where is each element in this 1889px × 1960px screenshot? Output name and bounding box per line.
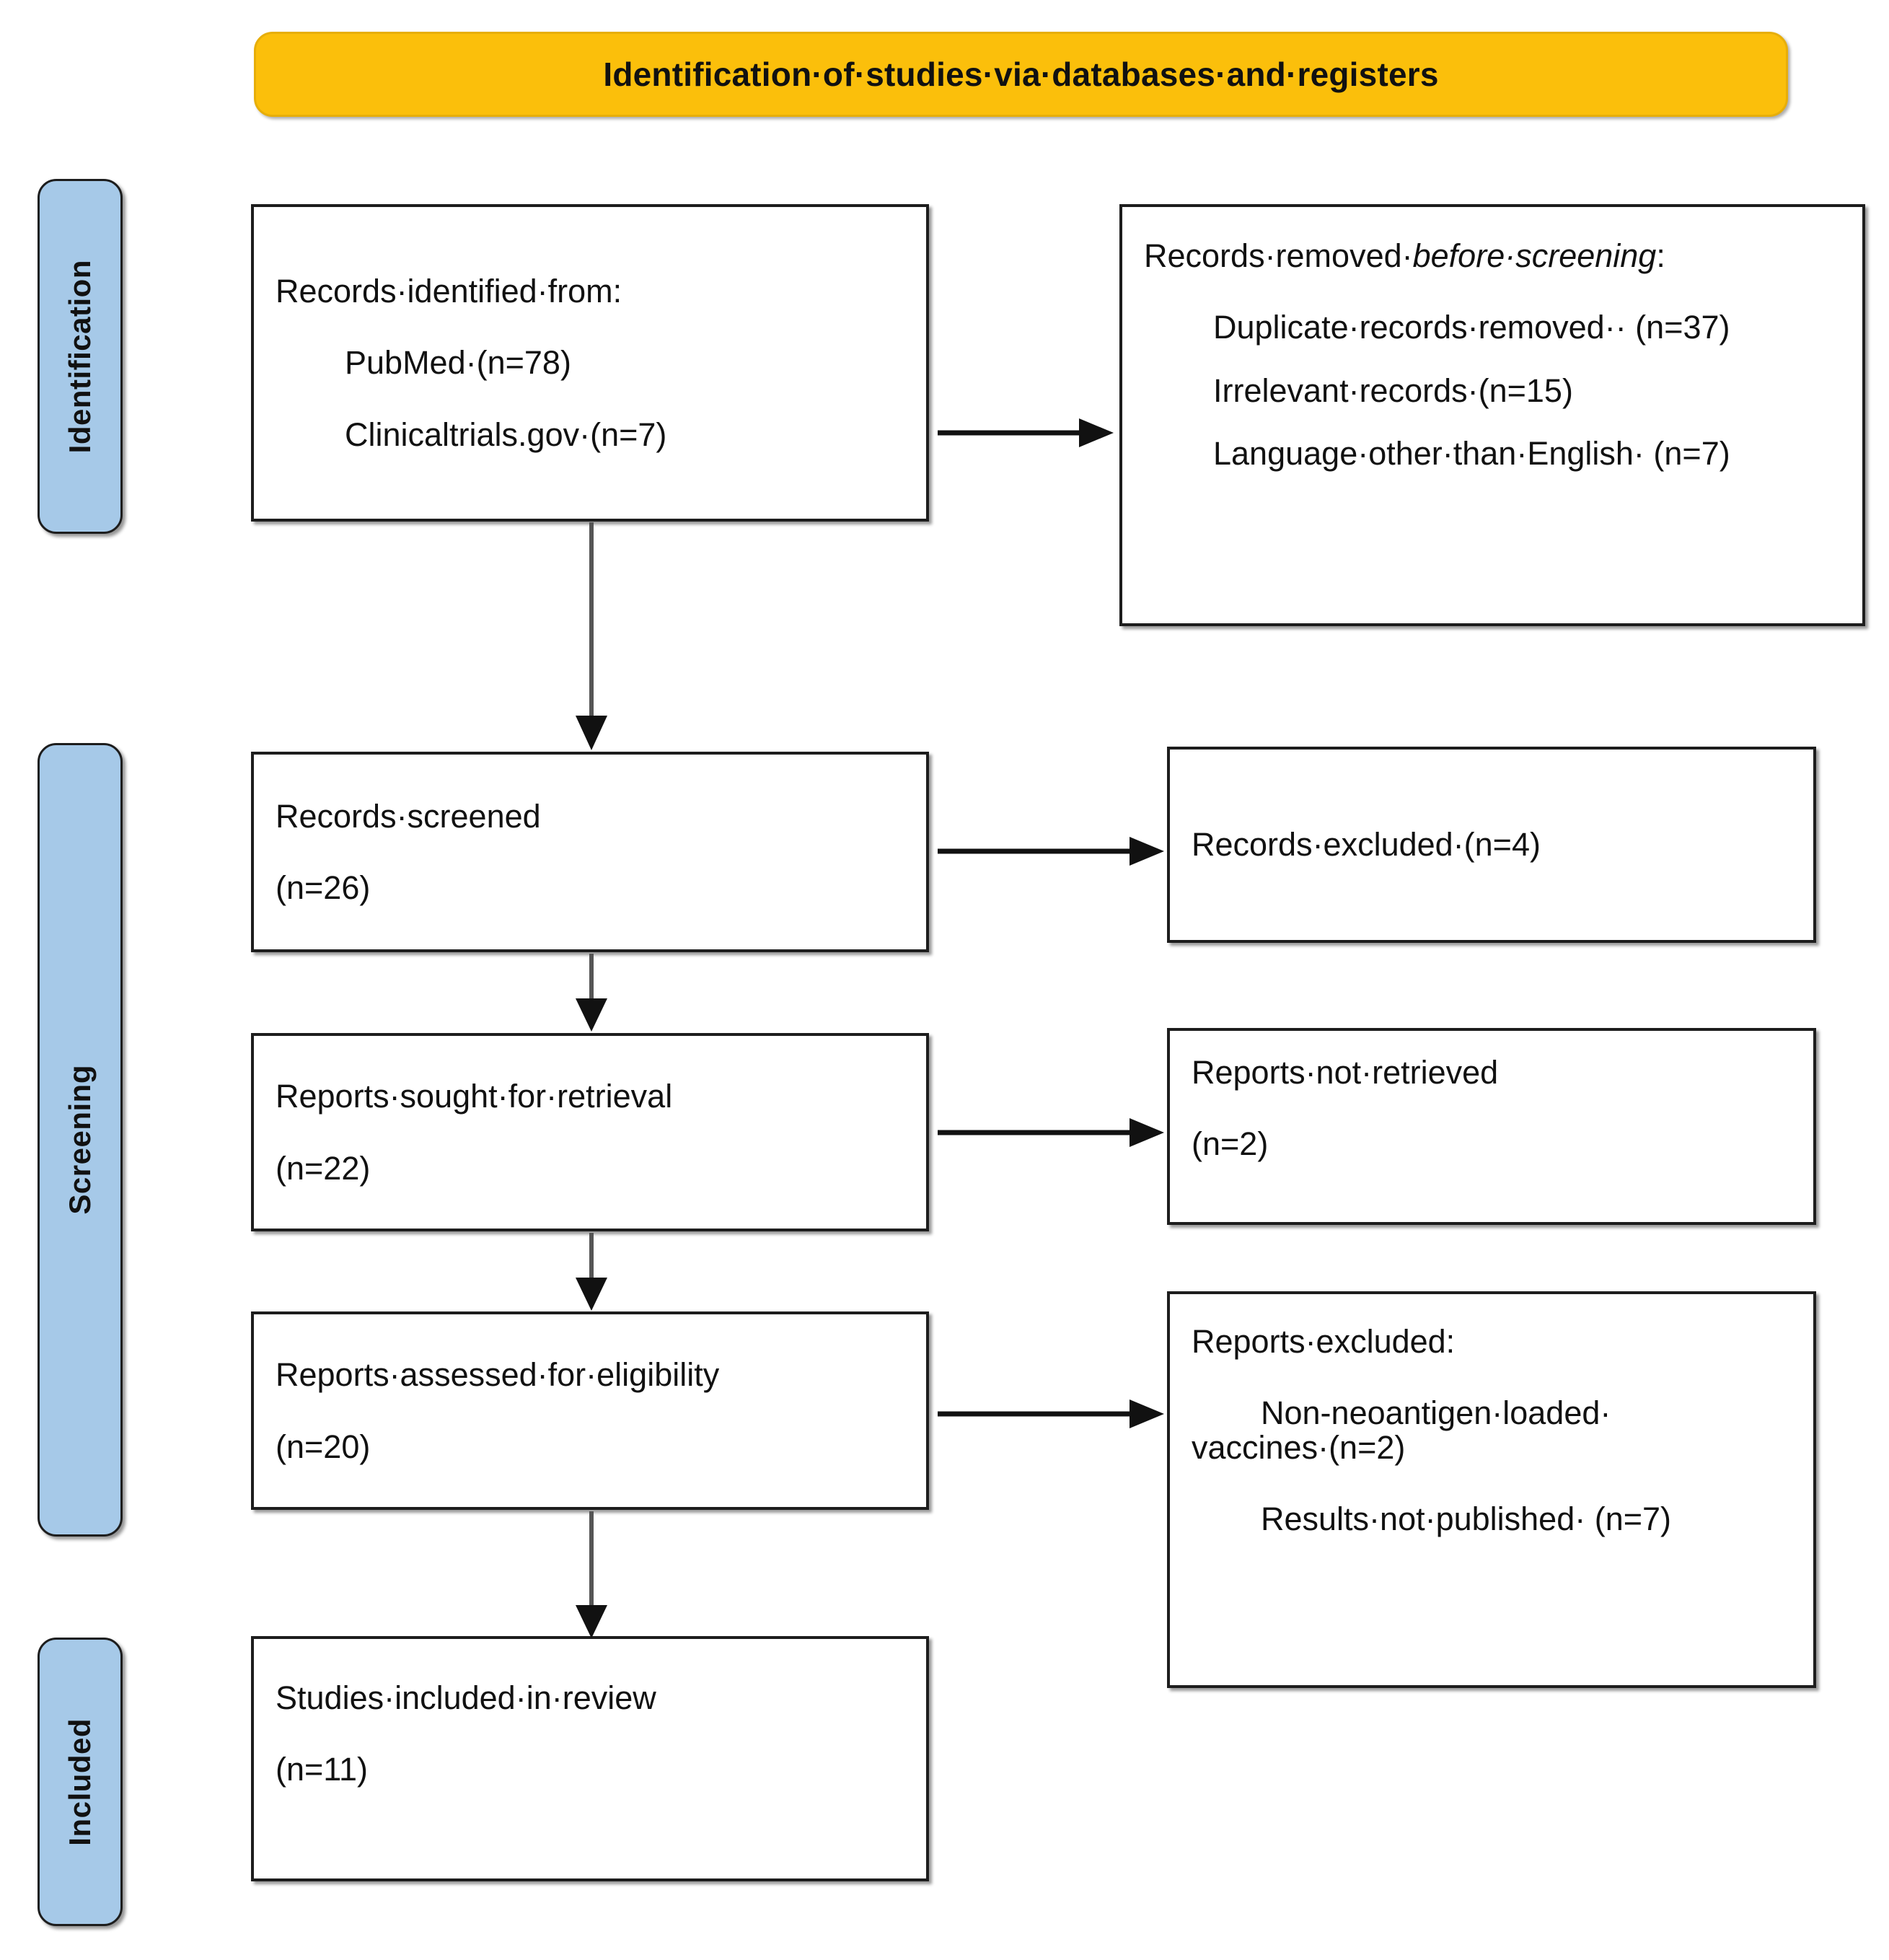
diagram-header-banner: Identification·of·studies·via·databases·… (254, 32, 1788, 117)
records-removed-item-duplicates: Duplicate·records·removed·· (n=37) (1213, 309, 1730, 346)
records-identified-title: Records·identified·from: (276, 273, 622, 310)
arrow-assessed-to-reports-excluded (938, 1392, 1168, 1436)
studies-included-count: (n=11) (276, 1751, 368, 1788)
reports-sought-count: (n=22) (276, 1149, 371, 1187)
box-reports-excluded: Reports·excluded: Non-neoantigen·loaded·… (1167, 1291, 1816, 1688)
box-records-excluded: Records·excluded·(n=4) (1167, 747, 1816, 943)
stage-tab-screening: Screening (38, 743, 123, 1537)
stage-tab-included: Included (38, 1638, 123, 1926)
arrow-identified-to-screened (570, 522, 613, 753)
reports-sought-title: Reports·sought·for·retrieval (276, 1078, 673, 1115)
diagram-title: Identification·of·studies·via·databases·… (603, 56, 1439, 93)
arrow-identified-to-removed (938, 411, 1117, 454)
reports-excluded-item-results-not-published: Results·not·published· (n=7) (1261, 1500, 1672, 1537)
arrow-assessed-to-included (570, 1511, 613, 1641)
records-excluded-title: Records·excluded·(n=4) (1192, 826, 1541, 863)
box-reports-assessed-for-eligibility: Reports·assessed·for·eligibility (n=20) (251, 1311, 929, 1510)
records-removed-item-language: Language·other·than·English· (n=7) (1213, 434, 1730, 472)
stage-label-screening: Screening (63, 1065, 97, 1215)
records-identified-item-pubmed: PubMed·(n=78) (345, 344, 571, 382)
stage-tab-identification: Identification (38, 179, 123, 534)
records-removed-title-prefix: Records·removed· (1144, 237, 1413, 274)
box-records-identified: Records·identified·from: PubMed·(n=78) C… (251, 204, 929, 522)
box-studies-included-in-review: Studies·included·in·review (n=11) (251, 1636, 929, 1881)
reports-not-retrieved-count: (n=2) (1192, 1125, 1269, 1163)
reports-excluded-title: Reports·excluded: (1192, 1323, 1456, 1360)
stage-label-identification: Identification (63, 259, 97, 454)
records-identified-item-clinicaltrials: Clinicaltrials.gov·(n=7) (345, 416, 667, 453)
box-reports-sought-for-retrieval: Reports·sought·for·retrieval (n=22) (251, 1033, 929, 1231)
arrow-screened-to-excluded (938, 830, 1168, 873)
box-records-screened: Records·screened (n=26) (251, 752, 929, 952)
records-removed-item-irrelevant: Irrelevant·records·(n=15) (1213, 372, 1573, 409)
box-reports-not-retrieved: Reports·not·retrieved (n=2) (1167, 1028, 1816, 1225)
reports-assessed-count: (n=20) (276, 1428, 371, 1465)
records-screened-title: Records·screened (276, 797, 541, 835)
studies-included-title: Studies·included·in·review (276, 1679, 656, 1716)
records-removed-title-suffix: : (1656, 237, 1665, 274)
records-removed-title: Records·removed·before·screening: (1122, 239, 1862, 273)
arrow-sought-to-not-retrieved (938, 1111, 1168, 1154)
records-removed-title-emphasis: before·screening (1412, 237, 1657, 274)
stage-label-included: Included (63, 1718, 97, 1846)
reports-not-retrieved-title: Reports·not·retrieved (1192, 1054, 1499, 1091)
reports-assessed-title: Reports·assessed·for·eligibility (276, 1356, 720, 1394)
records-screened-count: (n=26) (276, 869, 371, 906)
reports-excluded-item-non-neoantigen: Non-neoantigen·loaded· vaccines·(n=2) (1192, 1394, 1611, 1466)
arrow-sought-to-assessed (570, 1233, 613, 1314)
box-records-removed-before-screening: Records·removed·before·screening: Duplic… (1119, 204, 1865, 626)
arrow-screened-to-sought (570, 954, 613, 1034)
